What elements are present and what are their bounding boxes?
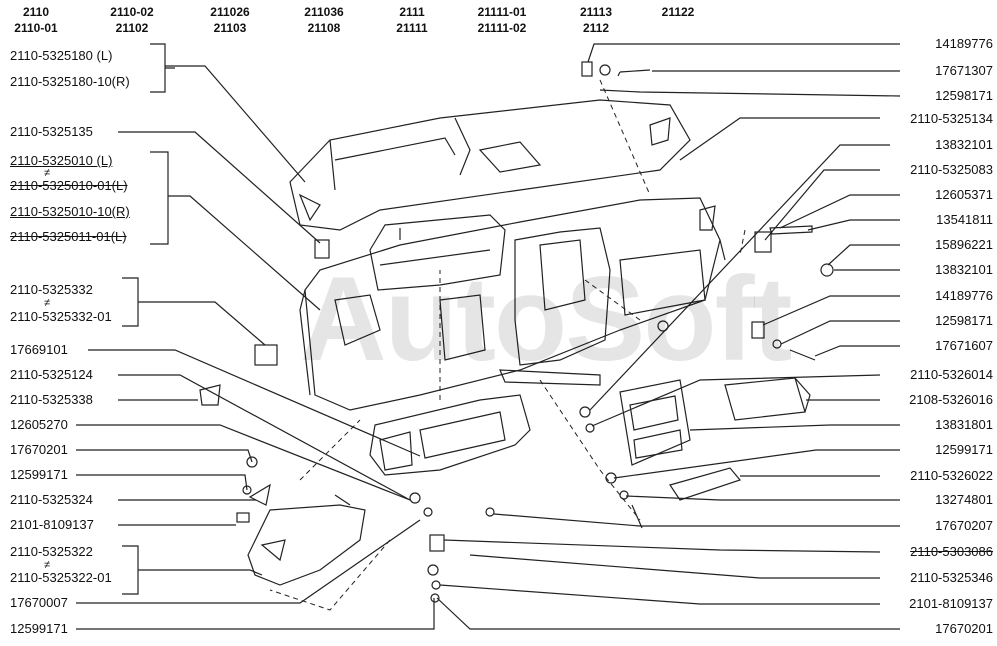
right-label-6: 2110-5325083 — [910, 162, 993, 177]
right-label-17: 12599171 — [935, 442, 993, 457]
right-label-20: 17670207 — [935, 518, 993, 533]
left-label-5: 2110-5325010-01(L) — [10, 178, 128, 193]
left-label-8: 2110-5325332 — [10, 282, 93, 297]
right-label-22: 2110-5325346 — [910, 570, 993, 585]
left-label-20: 17670007 — [10, 595, 68, 610]
left-label-11: 2110-5325124 — [10, 367, 93, 382]
left-label-6: 2110-5325010-10(R) — [10, 204, 130, 219]
left-label-10: 17669101 — [10, 342, 68, 357]
right-label-24: 17670201 — [935, 621, 993, 636]
right-label-2: 17671307 — [935, 63, 993, 78]
left-label-19: 2110-5325322-01 — [10, 570, 112, 585]
right-label-13: 17671607 — [935, 338, 993, 353]
right-label-23: 2101-8109137 — [909, 596, 993, 611]
right-label-15: 2108-5326016 — [909, 392, 993, 407]
right-label-3: 12598171 — [935, 88, 993, 103]
variant-mark-2: ≠ — [44, 297, 51, 309]
left-label-17: 2101-8109137 — [10, 517, 94, 532]
left-label-16: 2110-5325324 — [10, 492, 93, 507]
left-label-4: 2110-5325010 (L) — [10, 153, 113, 168]
left-label-7: 2110-5325011-01(L) — [10, 229, 127, 244]
right-label-8: 13541811 — [936, 212, 993, 227]
right-label-21: 2110-5303086 — [910, 544, 993, 559]
left-label-1: 2110-5325180 (L) — [10, 48, 113, 63]
right-label-14: 2110-5326014 — [910, 367, 993, 382]
right-label-16: 13831801 — [935, 417, 993, 432]
left-label-9: 2110-5325332-01 — [10, 309, 112, 324]
variant-mark-3: ≠ — [44, 559, 51, 571]
right-label-4: 2110-5325134 — [910, 111, 993, 126]
left-label-21: 12599171 — [10, 621, 68, 636]
left-label-2: 2110-5325180-10(R) — [10, 74, 130, 89]
left-label-18: 2110-5325322 — [10, 544, 93, 559]
right-label-5: 13832101 — [935, 137, 993, 152]
right-label-12: 12598171 — [935, 313, 993, 328]
model-column-8: 21122 — [661, 5, 695, 19]
left-label-13: 12605270 — [10, 417, 68, 432]
left-label-15: 12599171 — [10, 467, 68, 482]
right-label-10: 13832101 — [935, 262, 993, 277]
left-label-3: 2110-5325135 — [10, 124, 93, 139]
right-label-18: 2110-5326022 — [910, 468, 993, 483]
right-label-19: 13274801 — [935, 492, 993, 507]
right-label-9: 15896221 — [935, 237, 993, 252]
variant-mark-1: ≠ — [44, 167, 51, 179]
right-label-7: 12605371 — [935, 187, 993, 202]
left-label-14: 17670201 — [10, 442, 68, 457]
right-label-1: 14189776 — [935, 36, 993, 51]
right-label-11: 14189776 — [935, 288, 993, 303]
watermark: AutoSoft — [300, 252, 792, 386]
left-label-12: 2110-5325338 — [10, 392, 93, 407]
